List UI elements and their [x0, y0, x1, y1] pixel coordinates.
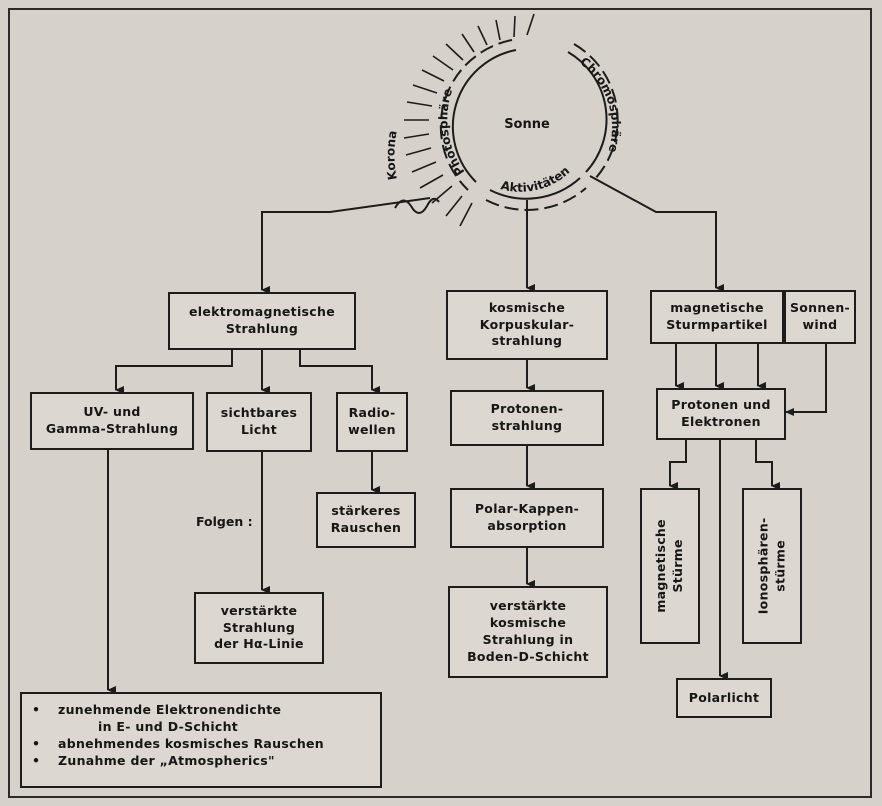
box-magnetische-stuerme: magnetische Stürme [640, 488, 700, 644]
sonne-label: Sonne [504, 117, 550, 132]
chromosphaere-label: Chromosphäre [578, 54, 624, 154]
box-staerkeres-rauschen: stärkeres Rauschen [316, 492, 416, 548]
list-item-continuation: in E- und D-Schicht [98, 718, 239, 734]
korona-label: Korona [383, 129, 399, 181]
box-elektromagnetische-strahlung: elektromagnetische Strahlung [168, 292, 356, 350]
box-polarlicht: Polarlicht [676, 678, 772, 718]
uv-effects-list: zunehmende Elektronendichte in E- und D-… [22, 694, 324, 770]
diagram-frame [8, 8, 872, 798]
folgen-label: Folgen : [196, 514, 253, 529]
box-ionosphaeren-stuerme: Ionosphären- stürme [742, 488, 802, 644]
box-radiowellen: Radio- wellen [336, 392, 408, 452]
prominence-wave [394, 197, 440, 214]
box-protonen-elektronen: Protonen und Elektronen [656, 388, 786, 440]
list-item: Zunahme der „Atmospherics" [32, 753, 324, 770]
sun-arcs [439, 39, 619, 211]
box-uv-effects: zunehmende Elektronendichte in E- und D-… [20, 692, 382, 788]
box-protonenstrahlung: Protonen- strahlung [450, 390, 604, 446]
photosphaere-label: Photosphäre [436, 87, 467, 178]
box-sichtbares-licht: sichtbares Licht [206, 392, 312, 452]
wire-sun-em [261, 197, 431, 294]
korona-rays [403, 13, 535, 227]
box-magnetische-sturmpartikel: magnetische Sturmpartikel [650, 290, 784, 344]
box-sonnenwind: Sonnen- wind [784, 290, 856, 344]
box-kosmische-korpuskularstrahlung: kosmische Korpuskular- strahlung [446, 290, 608, 360]
box-polar-kappen-absorption: Polar-Kappen- absorption [450, 488, 604, 548]
box-halpha-linie: verstärkte Strahlung der Hα-Linie [194, 592, 324, 664]
magnetische-stuerme-label: magnetische Stürme [653, 519, 686, 613]
ionosphaeren-stuerme-label: Ionosphären- stürme [755, 517, 787, 615]
wire-sun-magnetisch [589, 175, 724, 292]
box-kosmische-boden-d: verstärkte kosmische Strahlung in Boden-… [448, 586, 608, 678]
list-item: zunehmende Elektronendichte [32, 702, 324, 719]
box-uv-gamma: UV- und Gamma-Strahlung [30, 392, 194, 450]
list-item: abnehmendes kosmisches Rauschen [32, 736, 324, 753]
